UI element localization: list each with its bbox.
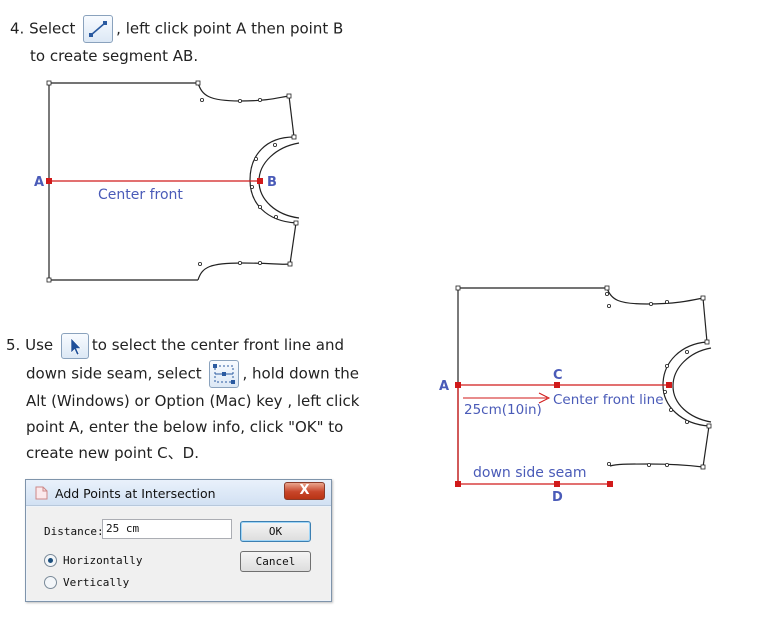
horizontally-label: Horizontally xyxy=(63,554,143,567)
segment-tool-icon xyxy=(89,21,108,37)
step-text: to select the center front line and xyxy=(91,336,344,354)
point-c-marker xyxy=(554,382,560,388)
step-text: , hold down the xyxy=(242,364,360,382)
down-side-seam-label: down side seam xyxy=(473,465,586,481)
step-text: Use xyxy=(25,336,54,354)
distance-label: Distance: xyxy=(44,525,104,538)
point-bottom-left-marker xyxy=(455,481,461,487)
step-text: down side seam, select xyxy=(26,364,202,382)
vertically-radio[interactable] xyxy=(44,576,57,589)
point-d-marker xyxy=(554,481,560,487)
label-c: C xyxy=(553,368,563,383)
step-number: 4. xyxy=(10,19,25,38)
dialog-body: Distance: 25 cm OK Cancel Horizontally V… xyxy=(27,507,330,600)
add-points-dialog: Add Points at Intersection X Distance: 2… xyxy=(25,479,332,602)
pointer-arrow-icon xyxy=(70,336,82,355)
label-a: A xyxy=(34,175,44,190)
dialog-title: Add Points at Intersection xyxy=(55,486,216,501)
center-front-line-label: Center front line xyxy=(553,392,664,408)
label-a: A xyxy=(439,379,449,394)
cancel-button[interactable]: Cancel xyxy=(240,551,311,572)
step-number: 5. xyxy=(6,336,21,354)
close-button[interactable]: X xyxy=(284,482,325,500)
label-b: B xyxy=(267,175,277,190)
pattern-figure-2: A C D 25cm(10in) Center front line down … xyxy=(439,285,712,505)
distance-input[interactable]: 25 cm xyxy=(102,519,232,539)
point-right-marker xyxy=(666,382,672,388)
ok-button[interactable]: OK xyxy=(240,521,311,542)
label-d: D xyxy=(552,490,563,505)
horizontally-option[interactable]: Horizontally xyxy=(44,554,142,567)
step-text: Alt (Windows) or Option (Mac) key , left… xyxy=(26,391,360,410)
vertically-label: Vertically xyxy=(63,576,130,589)
vertically-option[interactable]: Vertically xyxy=(44,576,129,589)
intersection-points-icon xyxy=(213,363,236,384)
step-text: point A, enter the below info, click "OK… xyxy=(26,417,344,436)
point-a-marker xyxy=(455,382,461,388)
arrow-head xyxy=(538,392,551,404)
step-text: Select xyxy=(29,19,76,38)
point-b-marker xyxy=(257,178,263,184)
step-5-instruction: 5. Use to select the center front line a… xyxy=(6,332,376,466)
step-text: , left click point A then point B xyxy=(116,19,344,38)
dialog-titlebar[interactable]: Add Points at Intersection X xyxy=(26,480,331,506)
intersection-tool-button[interactable] xyxy=(209,359,240,388)
step-4-instruction: 4. Select , left click point A then poin… xyxy=(10,15,370,69)
pattern-figure-1: A B Center front xyxy=(34,80,300,283)
horizontally-radio[interactable] xyxy=(44,554,57,567)
center-front-label: Center front xyxy=(98,187,183,203)
distance-label: 25cm(10in) xyxy=(464,402,542,418)
point-bottom-right-marker xyxy=(607,481,613,487)
document-icon xyxy=(35,486,48,500)
point-a-marker xyxy=(46,178,52,184)
segment-tool-button[interactable] xyxy=(83,15,114,43)
step-text: to create segment AB. xyxy=(30,47,199,65)
step-text: create new point C、D. xyxy=(26,443,199,462)
pointer-tool-button[interactable] xyxy=(60,332,89,359)
